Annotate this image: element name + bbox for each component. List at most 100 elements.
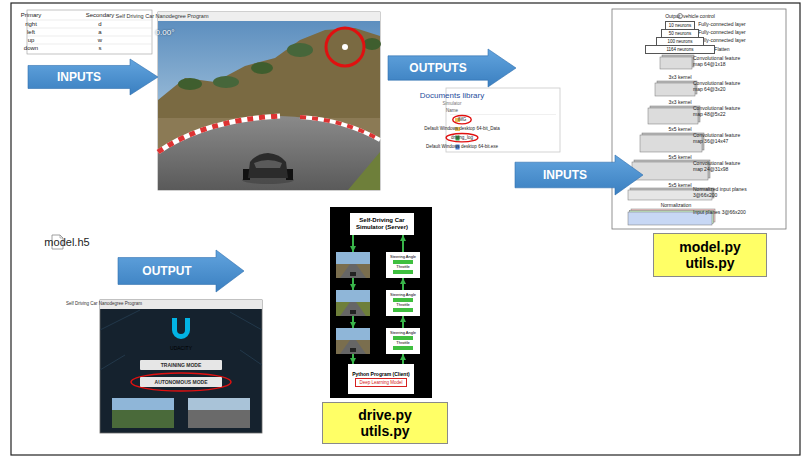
layer-label: Convolutional feature map 36@14x47 [693,132,751,144]
table-cell: Primary [21,12,42,19]
kernel-label: 5x5 kernel [668,126,691,132]
simulator-screenshot [287,43,313,57]
flow-arrow [402,235,404,252]
highlight-ring [453,116,472,124]
block-arrow-shape [118,250,244,292]
block-arrow: INPUTS [28,59,158,95]
file-name: Default Windows desktop 64-bit.exe [426,144,498,149]
flow-arrow-layout [352,235,354,252]
column-header: Name [446,108,458,113]
menu-button: TRAINING MODE [140,360,222,370]
udacity-screenshot [172,318,190,339]
key-table [27,20,152,21]
cnn-architecture-figure [655,83,695,96]
block-arrow: OUTPUTS [388,49,516,87]
udacity-screenshot [188,398,250,428]
simulator-screenshot [158,116,280,152]
camera-frame [336,252,370,278]
camera-frame [340,302,366,316]
client-server-panel [330,207,432,398]
layer-label: Flatten [714,46,729,52]
layer-label: Fully-connected layer [698,21,746,27]
simulator-screenshot [213,76,239,88]
camera-frame [336,252,370,278]
node-text: Steering Angle [390,293,416,298]
client-server-panel [330,207,432,398]
block-arrow-shape [515,155,643,195]
table-cell: s [99,45,102,52]
udacity-screenshot [100,310,262,370]
simulator-screenshot [300,117,380,140]
value-box [393,260,413,264]
cnn-architecture-figure [648,108,698,124]
outer-frame [11,3,800,455]
highlight-ring [446,134,478,142]
node-text: Steering Angle [390,255,416,260]
node-text: Steering Angle [390,331,416,336]
node-text: drive.py utils.py [358,407,412,439]
key-table [27,44,152,45]
layer-label: Convolutional feature map 48@5x22 [693,105,751,117]
camera-frame [336,290,370,316]
node-text: OUTPUT [142,264,191,278]
node-text: AUTONOMOUS MODE [155,379,208,385]
simulator-screenshot [158,116,280,152]
table-cell: w [98,37,102,44]
block-arrow-shape [28,59,158,95]
table-cell: right [25,21,37,28]
telemetry-box: Steering AngleThrottle [386,328,420,354]
camera-frame [340,264,366,278]
camera-frame [336,290,370,316]
kernel-label: 3x3 kernel [668,99,691,105]
window-title: Self Driving Car Nanodegree Program [116,13,209,20]
simulator-screenshot [348,152,380,190]
node-text: Deep Learning Model [359,380,402,385]
camera-frame [336,264,370,278]
camera-frame [336,340,370,354]
flow-arrow-layout [352,278,354,290]
node-text: TRAINING MODE [161,362,202,368]
simulator-screenshot [158,28,380,120]
file-name: driving_log [451,135,473,140]
block-arrow: INPUTS [515,155,643,195]
simulator-screenshot [178,78,202,90]
simulator-screenshot [248,153,288,178]
highlight-ring [131,373,231,391]
node-text: OUTPUTS [409,61,466,75]
key-table [27,28,152,29]
file-box: drive.py utils.py [322,402,448,444]
camera-frame [350,348,356,352]
node-text: 100 neurons [667,39,692,44]
node-text: 10 neurons [669,23,692,28]
simulator-screenshot [158,12,380,190]
node-text: Throttle [396,303,410,308]
telemetry-box: Steering AngleThrottle [386,252,420,278]
udacity-screenshot [112,398,174,410]
value-box [393,346,413,350]
simulator-screenshot [158,12,381,190]
value-box [393,298,413,302]
simulator-screenshot [363,38,381,50]
cnn-architecture-figure [640,135,702,152]
camera-frame [336,328,370,354]
flow-arrow-layout [353,235,354,364]
flow-arrow [402,354,404,364]
file-name: model.h5 [44,236,89,249]
flow-arrow-layout [352,354,354,364]
layer-label: Convolutional feature map 64@3x20 [693,80,751,92]
layer-label: Output: vehicle control [665,13,715,19]
value-box [393,308,413,312]
folder-title: Documents library [420,91,484,101]
flow-arrow-layout [352,316,354,328]
camera-frame [340,340,366,354]
layer-label: Normalization [661,202,692,208]
table-cell: a [98,29,101,36]
layer-label: Convolutional feature map 24@31x98 [693,160,751,172]
cnn-architecture-figure [612,9,786,229]
udacity-screenshot [100,300,262,433]
block-arrow: OUTPUT [118,250,244,292]
file-box: model.py utils.py [653,233,767,277]
client-box: Python Program (Client)Deep Learning Mod… [348,364,414,394]
node-text: 50 neurons [669,31,692,36]
window-title: Self Driving Car Nanodegree Program [66,301,142,306]
